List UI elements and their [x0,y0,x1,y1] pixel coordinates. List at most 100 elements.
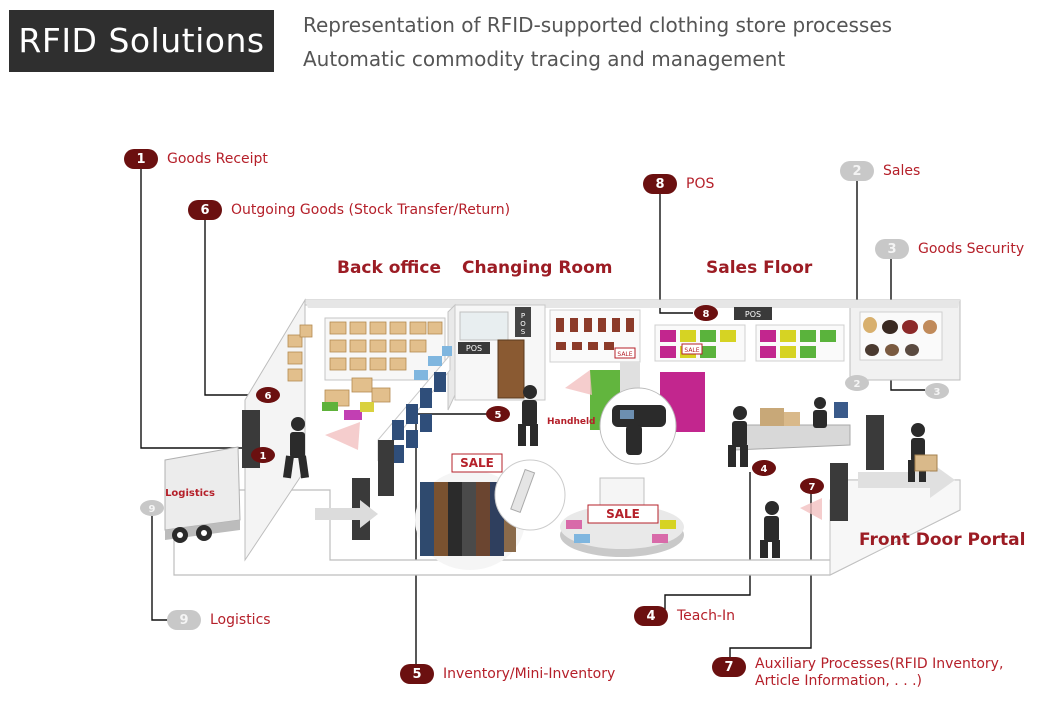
callout-outgoing-goods: 6 Outgoing Goods (Stock Transfer/Return) [188,200,510,220]
rfid-beam-handheld [565,370,592,395]
svg-text:S: S [521,328,526,336]
scene-marker-7 [800,478,824,494]
suit-rack: SALE [415,453,566,570]
callout-number: 1 [124,149,158,169]
scene-marker-4 [752,460,776,476]
sale-sign-2: SALE [606,507,640,521]
pos-sign-back-office-text: POS [466,344,482,353]
shoe-display [549,309,641,363]
handbag-display [859,311,943,361]
area-sales-floor: Sales Floor [706,258,813,278]
callout-label-block: Auxiliary Processes(RFID Inventory, Arti… [755,656,1003,690]
callout-teach-in: 4 Teach-In [634,606,735,626]
callout-inventory: 5 Inventory/Mini-Inventory [400,664,615,684]
pos-sign-back-office [458,342,490,354]
leader-line-1 [140,165,245,449]
leader-line-6 [204,213,258,396]
svg-text:5: 5 [495,410,502,421]
callout-auxiliary-processes: 7 Auxiliary Processes(RFID Inventory, Ar… [712,656,1003,690]
callout-number: 7 [712,657,746,677]
svg-text:2: 2 [854,379,861,390]
rfid-gate-front-door-2 [830,463,848,521]
callout-label: Outgoing Goods (Stock Transfer/Return) [231,201,511,218]
area-changing-room: Changing Room [462,258,613,278]
leader-line-8 [659,188,693,314]
callout-number: 9 [167,610,201,630]
changing-room-curtain [459,311,509,341]
callout-label: Auxiliary Processes(RFID Inventory, [755,656,1004,672]
callout-goods-receipt: 1 Goods Receipt [124,149,268,169]
scene-marker-3 [925,383,949,399]
back-office-shelves [287,317,446,420]
svg-text:1: 1 [260,451,267,462]
svg-text:6: 6 [265,391,272,402]
changing-room-door [497,339,525,399]
callout-number: 4 [634,606,668,626]
sale-tag-text-2: SALE [684,347,699,354]
handheld-reader-zoom [599,387,677,465]
sale-sign-1: SALE [460,456,494,470]
subtitle-line-2: Automatic commodity tracing and manageme… [303,47,786,71]
inbound-arrow [315,500,378,528]
callout-goods-security: 3 Goods Security [875,239,1024,259]
shirt-displays [654,324,845,362]
rfid-gate-back-office [378,440,394,496]
sale-tag-text: SALE [617,351,632,358]
area-front-door-portal: Front Door Portal [859,530,1026,550]
pos-vertical-sign-text: P [521,312,525,320]
callout-label-line-2: Article Information, . . .) [755,673,923,689]
denim-shelving [377,346,452,463]
logistics-truck: Logistics [164,446,241,543]
callout-label: Goods Security [918,240,1025,257]
front-right-wall [829,479,961,576]
sale-table-display: SALE [560,477,684,557]
svg-text:7: 7 [809,482,816,493]
callout-label: Inventory/Mini-Inventory [443,665,616,682]
checkout-counter [734,402,851,451]
area-back-office: Back office [337,258,441,278]
back-wall-panel [305,300,960,308]
page-title: RFID Solutions [9,10,274,72]
person-goods-receipt [282,417,310,479]
svg-text:O: O [520,320,526,328]
rfid-beam-back-office [325,422,360,450]
svg-text:9: 9 [149,504,156,515]
callout-label: Teach-In [677,607,735,624]
person-teach-in [728,406,748,467]
customer-package [914,454,938,472]
person-handheld [518,385,538,446]
callout-logistics: 9 Logistics [167,610,271,630]
callout-label: Goods Receipt [167,150,268,167]
subtitle-line-1: Representation of RFID-supported clothin… [303,13,893,37]
callout-pos: 8 POS [643,174,714,194]
leader-line-4 [664,472,751,616]
svg-text:8: 8 [703,309,710,320]
scene-marker-5 [486,406,510,422]
callout-sales: 2 Sales [840,161,920,181]
callout-number: 2 [840,161,874,181]
scene-marker-9 [140,500,164,516]
rfid-beam-auxiliary [800,498,822,520]
pos-vertical-sign [515,307,531,337]
truck-label: Logistics [165,488,215,499]
scene-markers: 1 6 5 8 4 7 2 3 9 [140,305,949,516]
scene-marker-6 [256,387,280,403]
rfid-gate-front-door-1 [866,415,884,470]
scene-marker-1 [251,447,275,463]
callout-number: 8 [643,174,677,194]
person-cashier [813,397,827,428]
svg-text:4: 4 [761,464,768,475]
scene-marker-2 [845,375,869,391]
pos-sign-sales-floor-text: POS [745,310,761,319]
person-auxiliary [760,501,780,558]
svg-text:3: 3 [934,387,941,398]
leader-line-3 [890,252,925,391]
callout-number: 5 [400,664,434,684]
scene-marker-8 [694,305,718,321]
callout-number: 3 [875,239,909,259]
callout-label: Sales [883,162,921,179]
callout-label: Logistics [210,611,271,628]
pos-sign-sales-floor [734,307,772,320]
callout-number: 6 [188,200,222,220]
